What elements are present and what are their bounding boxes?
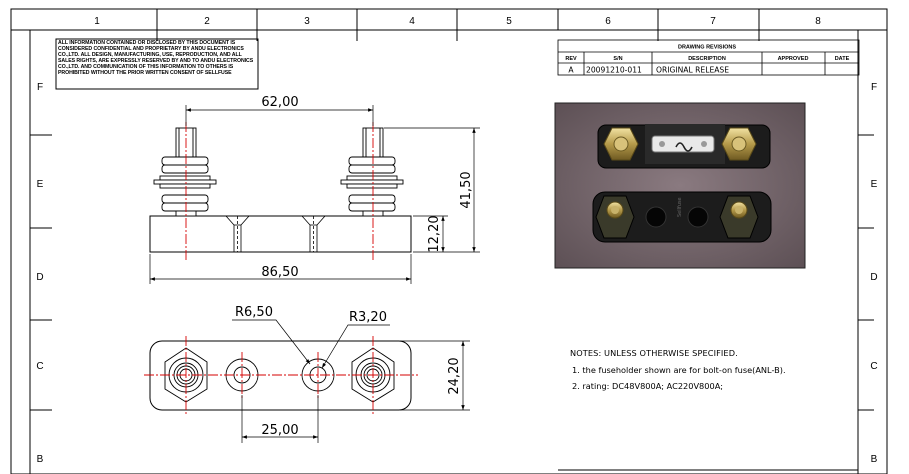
countersunk-holes [225, 215, 326, 252]
dim-hole-spacing-label: 25,00 [261, 423, 298, 438]
dim-top-span [185, 105, 374, 126]
column-dividers [156, 9, 760, 41]
dim-total-height [384, 127, 480, 253]
photo-logo: Sellfuse [677, 197, 683, 217]
drawing-notes: NOTES: UNLESS OTHERWISE SPECIFIED. 1. th… [570, 345, 786, 394]
photo-holder-top [597, 124, 771, 169]
dim-plan-width-label: 24,20 [447, 357, 462, 394]
dim-top-span-label: 62,00 [261, 95, 298, 110]
dim-base-height-label: 12,20 [427, 215, 442, 252]
note-item: 1. the fuseholder shown are for bolt-on … [572, 365, 786, 375]
row-label: F [37, 82, 43, 93]
row-label: E [871, 179, 878, 190]
row-label: F [871, 82, 877, 93]
plan-centerlines [144, 336, 418, 414]
dim-plan-width [400, 340, 470, 411]
side-view: 62,00 41,50 12,20 86,50 [149, 95, 480, 284]
column-labels: 1 2 3 4 5 6 7 8 [94, 16, 821, 27]
photo-holder-bottom: Sellfuse [592, 191, 772, 243]
column-label: 5 [506, 16, 512, 27]
radius-leaders [232, 319, 390, 369]
row-label: C [36, 361, 43, 372]
header-description: DESCRIPTION [688, 56, 726, 62]
row-dividers [30, 134, 874, 411]
plan-base [149, 340, 412, 411]
column-label: 3 [304, 16, 310, 27]
dim-base-length-label: 86,50 [261, 265, 298, 280]
dim-base-height [413, 215, 448, 252]
row-label: E [37, 179, 44, 190]
product-photo: Sellfuse [554, 102, 806, 269]
header-date: DATE [835, 56, 850, 62]
disclaimer-box [55, 38, 259, 90]
dim-r-outer-label: R6,50 [235, 305, 273, 320]
column-label: 4 [409, 16, 415, 27]
column-label: 1 [94, 16, 100, 27]
plan-view: R6,50 R3,20 24,20 25,00 [144, 305, 470, 443]
revision-rev: A [568, 66, 574, 75]
revision-title: DRAWING REVISIONS [678, 45, 736, 51]
row-labels: F E D C B F E D C B [36, 82, 877, 465]
row-label: D [36, 272, 43, 283]
side-centerlines [185, 122, 374, 262]
notes-title: NOTES: UNLESS OTHERWISE SPECIFIED. [570, 348, 738, 358]
dim-total-height-label: 41,50 [459, 171, 474, 208]
header-rev: REV [565, 56, 577, 62]
left-stud [153, 127, 217, 217]
column-label: 7 [710, 16, 716, 27]
confidentiality-notice: ALL INFORMATION CONTAINED OR DISCLOSED B… [58, 40, 254, 77]
base-block [149, 215, 412, 253]
header-approved: APPROVED [778, 56, 809, 62]
note-item: 2. rating: DC48V800A; AC220V800A; [572, 381, 724, 391]
dim-hole-spacing [241, 395, 319, 443]
column-label: 2 [204, 16, 210, 27]
right-stud [340, 127, 404, 217]
row-label: B [871, 454, 878, 465]
column-label: 6 [605, 16, 611, 27]
row-label: D [870, 272, 877, 283]
column-label: 8 [815, 16, 821, 27]
row-label: C [870, 361, 877, 372]
revision-description: ORIGINAL RELEASE [656, 66, 729, 75]
dim-base-length [149, 254, 412, 284]
revision-table: DRAWING REVISIONS REV S/N DESCRIPTION AP… [557, 39, 860, 76]
revision-sn: 20091210-011 [586, 66, 642, 75]
row-label: B [37, 454, 44, 465]
header-sn: S/N [613, 56, 622, 62]
dim-r-inner-label: R3,20 [349, 310, 387, 325]
